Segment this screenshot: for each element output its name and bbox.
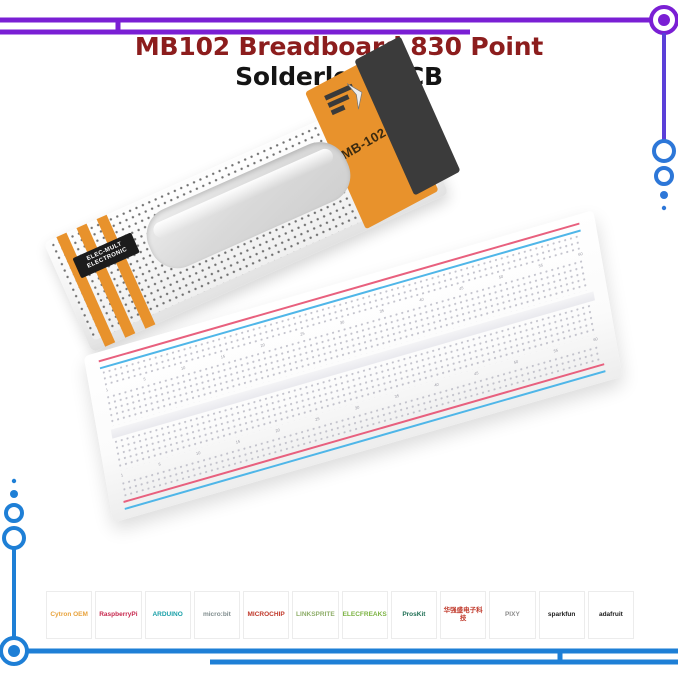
cytron-oem-logo-label: Cytron OEM [50,611,88,618]
breadboard-column-number: 60 [577,250,584,258]
left-bead-2 [4,503,24,523]
breadboard-column-number: 25 [314,415,320,422]
package-logo-mark [324,83,363,116]
microbit-logo[interactable]: micro:bit [193,591,240,639]
breadboard-column-number: 40 [433,381,440,388]
right-bead-1 [652,139,676,163]
breadboard-column-number: 50 [498,273,504,280]
breadboard-column-number: 20 [260,341,266,349]
breadboard-column-number: 45 [458,285,464,292]
arduino-logo[interactable]: ARDUINO [144,591,191,639]
breadboard-column-number: 55 [553,347,559,354]
protokit-logo[interactable]: ProsKit [390,591,437,639]
breadboard-column-number: 20 [275,427,281,434]
adafruit-logo[interactable]: adafruit [587,591,634,639]
breadboard-column-number: 1 [105,386,109,393]
breadboard-column-number: 35 [394,392,400,400]
left-bead-1 [2,526,26,550]
protokit-logo-label: ProsKit [402,611,426,618]
breadboard-column-number: 5 [142,376,147,382]
breadboard-column-number: 1 [120,472,124,478]
breadboard-column-number: 5 [158,461,162,467]
pixy-logo-label: PIXY [504,611,520,618]
pixy-logo[interactable]: PIXY [489,591,536,639]
breadboard-column-number: 50 [513,358,519,365]
breadboard-column-number: 10 [180,364,186,371]
right-bead-2 [654,166,674,186]
breadboard-column-number: 10 [195,449,201,457]
breadboard-column-number: 25 [299,330,305,337]
arduino-logo-label: ARDUINO [152,611,183,618]
elecfreaks-logo-label: ELECFREAKS [342,611,387,618]
raspberry-pi-logo-label: RaspberryPi [99,611,138,618]
breadboard-column-number: 40 [418,296,425,303]
microchip-logo[interactable]: MICROCHIP [243,591,290,639]
bottom-left-node-dot [8,645,20,657]
right-bead-3 [660,191,668,199]
breadboard-column-number: 45 [473,370,479,377]
breadboard-column-number: 15 [220,353,226,360]
breadboard-column-number: 60 [592,336,599,343]
linksprite-logo-label: LINKSPRITE [296,611,335,618]
left-bead-3 [10,490,18,498]
linksprite-logo[interactable]: LINKSPRITE [292,591,339,639]
seeed-cn-logo-label: 华强盛电子科技 [443,607,483,622]
breadboard-column-number: 30 [339,319,345,326]
breadboard-column-number: 35 [379,307,385,315]
product-package-box: MB-102 ELEC-MULT ELECTRONIC [27,35,512,434]
cytron-oem-logo[interactable]: Cytron OEM [46,591,93,639]
title-line-1: MB102 Breadboard 830 Point [134,32,544,61]
microchip-logo-label: MICROCHIP [247,611,285,618]
adafruit-logo-label: adafruit [598,611,623,618]
seeed-cn-logo[interactable]: 华强盛电子科技 [440,591,487,639]
right-bead-4 [661,205,667,211]
sparkfun-logo[interactable]: sparkfun [538,591,585,639]
microbit-logo-label: micro:bit [202,611,231,618]
top-right-node-dot [658,14,670,26]
elecfreaks-logo[interactable]: ELECFREAKS [341,591,388,639]
compatible-brands-strip: Cytron OEM RaspberryPi ARDUINO micro:bit MIC… [46,591,634,639]
breadboard-column-number: 55 [538,262,544,269]
sparkfun-logo-label: sparkfun [547,611,576,618]
raspberry-pi-logo[interactable]: RaspberryPi [95,591,142,639]
breadboard-column-number: 15 [235,438,241,445]
breadboard-column-number: 30 [354,404,360,411]
left-bead-4 [11,478,17,484]
